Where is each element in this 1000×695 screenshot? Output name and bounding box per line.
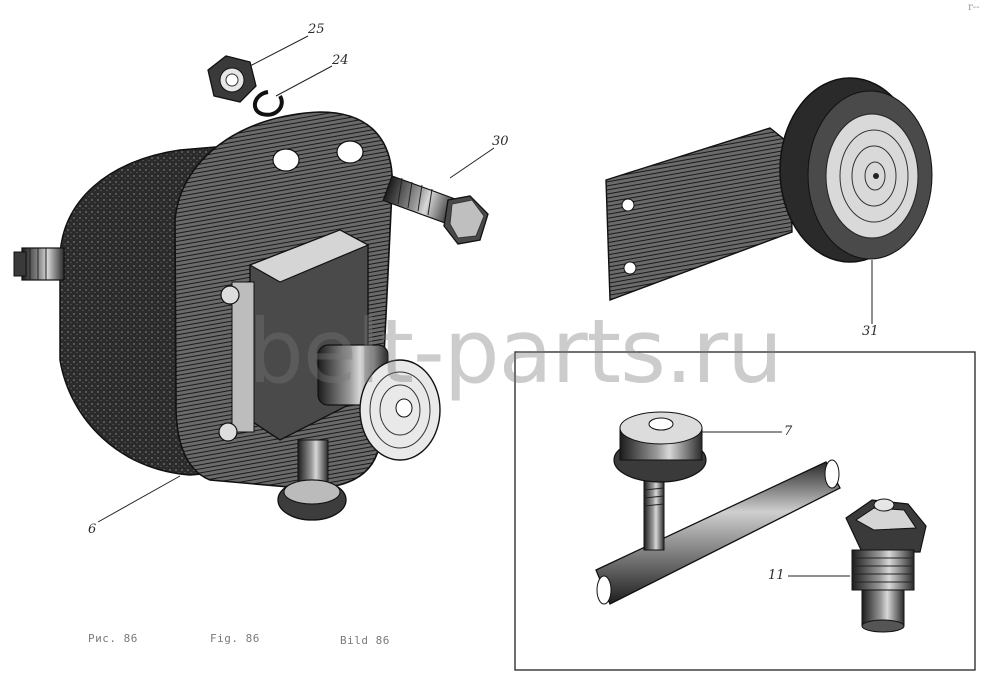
bracket-hole — [623, 261, 637, 275]
caption-en: Fig. 86 — [210, 632, 260, 645]
callout-7: 7 — [784, 424, 793, 439]
screw-head — [220, 285, 240, 305]
caption-de: Bild 86 — [340, 634, 390, 647]
lock-washer-24 — [252, 90, 284, 117]
caption-ru: Рис. 86 — [88, 632, 138, 645]
callout-31: 31 — [862, 324, 879, 339]
screw-head — [218, 422, 238, 442]
adjuster-stem — [643, 479, 665, 551]
callout-11: 11 — [768, 568, 785, 583]
callout-6: 6 — [88, 522, 97, 537]
bolt-30 — [382, 175, 489, 245]
corner-mark: r-- — [968, 2, 980, 13]
flange-hole — [336, 140, 364, 164]
front-terminal-knob — [317, 344, 441, 461]
mounting-bracket — [605, 127, 793, 301]
bracket-disc-assembly — [605, 77, 933, 301]
watermark-text: belt-parts.ru — [248, 300, 783, 403]
threaded-fitting-11 — [845, 498, 927, 633]
inset-frame — [514, 351, 976, 671]
tube-with-adjuster-7 — [595, 411, 841, 605]
bottom-terminal-knob — [277, 439, 347, 521]
leader-6 — [97, 475, 181, 523]
leader-24 — [275, 65, 333, 97]
callout-25: 25 — [308, 22, 325, 37]
tube — [595, 461, 841, 605]
callout-24: 24 — [332, 53, 349, 68]
leader-25 — [249, 35, 309, 67]
leader-lines — [97, 35, 873, 577]
callout-30: 30 — [492, 134, 509, 149]
leader-30 — [449, 147, 495, 179]
left-terminal-stud — [13, 247, 65, 281]
bracket-hole — [621, 198, 635, 212]
switch-assembly — [13, 111, 441, 521]
flange-hole — [272, 148, 300, 172]
hex-nut-25 — [207, 55, 257, 103]
